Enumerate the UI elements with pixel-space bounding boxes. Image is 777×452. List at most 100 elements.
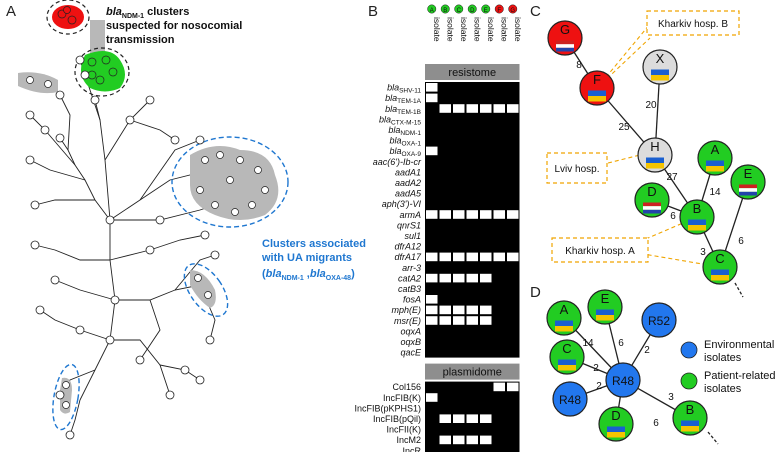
grid-cell [426,435,438,445]
weight-B-C: 3 [700,247,706,258]
grid-cell [453,125,465,134]
grey-cluster-node [204,291,212,299]
grid-cell [439,157,451,166]
grid-cell [426,284,438,293]
grid-cell [480,199,492,209]
gene-label: aadA2 [395,178,421,188]
hospital-label-kharkiv-b: Kharkiv hosp. B [658,19,728,30]
gene-label: aac(6')-Ib-cr [373,157,422,167]
grey-cluster-stem [90,20,105,60]
grid-cell [480,348,492,357]
svg-text:blaNDM-1 clusters: blaNDM-1 clusters [106,6,189,20]
gene-label: blaOXA-1 [389,136,421,148]
gene-label-main: qnrS1 [397,220,421,230]
tree-node [135,355,145,365]
dashed-outline-blue-medium [183,263,229,317]
grid-cell [439,220,451,230]
isolate-header-letter: D [470,8,475,14]
grid-cell [426,348,438,357]
grid-cell [439,146,451,156]
grid-cell [493,242,505,251]
grid-cell [480,167,492,177]
network-d-node [641,302,677,338]
gene-label-sub: TEM-1B [397,109,421,116]
grid-cell [439,382,451,392]
gene-label-main: fosA [403,295,421,305]
isolate-header-label: isolate [432,17,442,42]
flag-nl-middle [739,188,757,192]
grid-cell [453,348,465,357]
grey-cluster-node [194,274,202,282]
weight-E-R48: 6 [618,338,624,349]
grid-cell [439,189,451,198]
gene-label: armA [399,210,421,220]
grid-cell [507,305,519,315]
green-node [108,67,118,77]
panel-d-label: D [530,284,541,301]
gene-label-sub: OXA-9 [401,151,421,158]
gene-label-main: catB3 [398,284,421,294]
gene-label: Col156 [392,382,421,392]
grid-cell [466,414,478,423]
tree-node [170,135,180,145]
grid-cell [480,425,492,434]
tree-edge [59,137,111,221]
grid-cell [439,231,451,240]
tree-node [210,250,220,260]
grid-cell [480,242,492,251]
grid-cell [453,83,465,92]
gene-label: fosA [403,295,421,305]
grid-cell [480,316,492,325]
grid-cell [466,157,478,166]
gene-label: dfrA12 [394,242,421,252]
tree-edge [59,94,71,151]
flag-ukraine-top [588,90,606,96]
tree-node [155,215,165,225]
tree-node [40,125,50,135]
weight-D-R48: 6 [653,418,659,429]
grid-cell [453,104,465,113]
grid-cell [480,146,492,156]
grid-cell [426,210,438,219]
isolate-color-dot [440,4,450,14]
grid-cell [426,252,438,262]
red-cluster [52,5,84,29]
grid-cell [453,393,465,402]
grey-cluster-node [26,76,34,84]
flag-ukraine-bottom [555,326,573,332]
tree-edge [54,279,116,301]
flag-ukraine-top [688,219,706,225]
panel-c: C Kharkiv hosp. B Lviv hosp. Kharkiv h [530,3,766,298]
network-c-node-label: A [711,142,720,157]
grid-cell [426,393,438,402]
gene-label: mph(E) [391,305,421,315]
network-c-node-label: F [593,72,601,87]
isolate-color-dot [494,4,504,14]
gene-label: aph(3')-VI [382,199,422,209]
grey-cluster-node [236,156,244,164]
grid-cell [439,326,451,336]
grid-cell [493,263,505,272]
tree-node [90,95,100,105]
grid-cell [493,273,505,283]
grid-cell [466,273,478,283]
tree-node [195,135,205,145]
grid-cell [439,435,451,445]
isolate-header-label: isolate [499,17,509,42]
grid-cell [466,114,478,124]
grid-cell [426,93,438,103]
grid-cell [493,337,505,346]
flag-nl-bottom [643,209,661,214]
tree-edge [139,299,161,361]
svg-text:Clusters associated: Clusters associated [262,238,366,250]
grid-cell [439,210,451,219]
section-header-bar [425,64,520,80]
tree-node [65,430,75,440]
grid-cell [480,284,492,293]
flag-ukraine-top [681,420,699,426]
grid-cell [426,316,438,325]
grid-cell [493,403,505,413]
grid-cell [507,382,519,392]
tree-edge [94,99,111,221]
